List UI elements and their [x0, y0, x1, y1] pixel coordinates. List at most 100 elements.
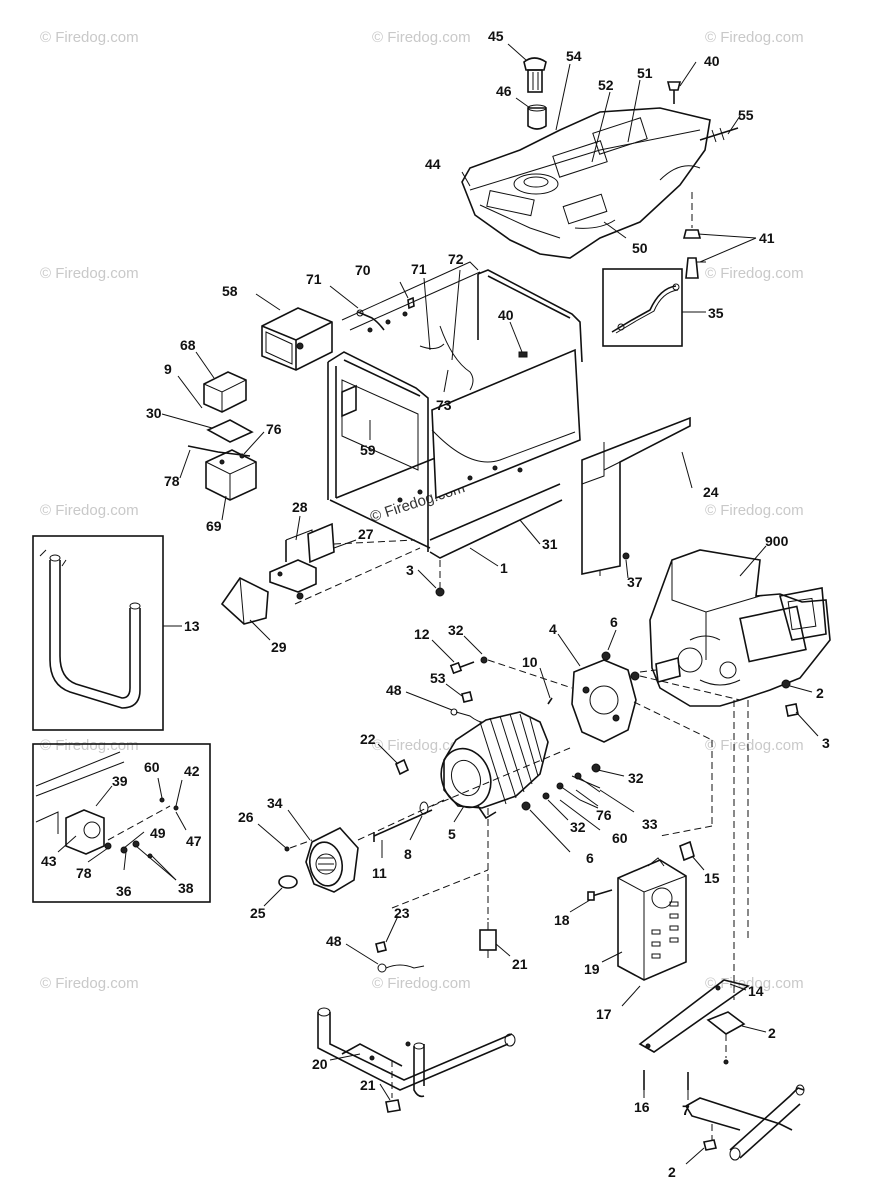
engine-nut-2 [781, 679, 791, 689]
watermark-13: © Firedog.com [705, 975, 804, 992]
through-bolt [373, 801, 433, 842]
vibration-mount-21 [479, 922, 497, 958]
outlet-kit-box [32, 743, 211, 903]
callout-23: 23 [394, 905, 410, 921]
assembly-line-carrier [639, 675, 741, 701]
callout-68: 68 [180, 337, 196, 353]
callout-14: 14 [748, 983, 764, 999]
callout-59: 59 [360, 442, 376, 458]
callout-17: 17 [596, 1006, 612, 1022]
plug-25 [278, 875, 298, 889]
foot-nut-2 [703, 1139, 717, 1151]
callout-42: 42 [184, 763, 200, 779]
watermark-2: © Firedog.com [372, 29, 471, 46]
callout-900: 900 [765, 533, 789, 549]
callout-21-leg: 21 [360, 1077, 376, 1093]
callout-29: 29 [271, 639, 287, 655]
wiring-harness-48 [450, 691, 489, 723]
callout-39: 39 [112, 773, 128, 789]
callout-11: 11 [372, 865, 387, 881]
fuel-cap [523, 57, 547, 93]
callout-4: 4 [549, 621, 557, 637]
callout-32-right: 32 [628, 770, 644, 786]
battery [187, 445, 257, 501]
callout-78-box: 78 [76, 865, 92, 881]
watermark-11: © Firedog.com [40, 975, 139, 992]
carrier-nut-6b [630, 671, 640, 681]
callout-labels: 45 54 40 46 52 51 55 44 50 41 35 58 71 7… [41, 28, 830, 1180]
callout-60-stator: 60 [612, 830, 628, 846]
callout-13: 13 [184, 618, 200, 634]
callout-19: 19 [584, 961, 600, 977]
callout-12: 12 [414, 626, 430, 642]
angle-bracket [220, 576, 269, 625]
callout-1: 1 [500, 560, 508, 576]
fuel-tank [461, 107, 711, 259]
callout-69: 69 [206, 518, 222, 534]
callout-31: 31 [542, 536, 558, 552]
muffler-bolt-18 [587, 889, 613, 901]
callout-7: 7 [682, 1102, 690, 1118]
leader-lines [57, 43, 819, 1165]
assembly-line-c [659, 825, 713, 837]
callout-72: 72 [448, 251, 464, 267]
callout-51: 51 [637, 65, 653, 81]
frame-assembly [327, 261, 583, 559]
callout-9: 9 [164, 361, 172, 377]
callout-73: 73 [436, 397, 452, 413]
side-shield-panel [581, 416, 691, 576]
callout-6-top: 6 [610, 614, 618, 630]
callout-44: 44 [425, 156, 441, 172]
callout-2-isolator: 2 [768, 1025, 776, 1041]
callout-27: 27 [358, 526, 374, 542]
callout-48-top: 48 [386, 682, 402, 698]
watermark-4: © Firedog.com [40, 265, 139, 282]
callout-26: 26 [238, 809, 254, 825]
callout-35: 35 [708, 305, 724, 321]
panel-screw [622, 552, 630, 560]
callout-16: 16 [634, 1099, 650, 1115]
frame-nut [435, 587, 445, 597]
assembly-line-screw26 [289, 839, 313, 849]
callout-8: 8 [404, 846, 412, 862]
assembly-line-throughbolt [431, 747, 571, 807]
callout-37: 37 [627, 574, 643, 590]
callout-20: 20 [312, 1056, 328, 1072]
assembly-line-bolt12 [487, 659, 573, 689]
watermark-7: © Firedog.com [705, 502, 804, 519]
callout-47: 47 [186, 833, 202, 849]
stud-10 [547, 697, 553, 705]
callout-36: 36 [116, 883, 132, 899]
fuel-line-kit-box [602, 268, 683, 347]
rear-bearing-carrier [571, 659, 637, 743]
callout-6-bottom: 6 [586, 850, 594, 866]
isolator-bolt [723, 1059, 729, 1065]
callout-33: 33 [642, 816, 658, 832]
assembly-line-engine [639, 669, 657, 673]
fuel-line-stub [699, 127, 739, 143]
bolt-12 [449, 656, 488, 675]
isolator-2 [706, 1011, 746, 1035]
watermark-9: © Firedog.com [372, 737, 471, 754]
callout-40-top: 40 [704, 53, 720, 69]
fuel-filter-strainer [527, 104, 547, 130]
control-panel-box [261, 307, 333, 371]
callout-5: 5 [448, 826, 456, 842]
ground-wire [375, 941, 425, 973]
callout-71-right: 71 [411, 261, 427, 277]
callout-28: 28 [292, 499, 308, 515]
callout-49: 49 [150, 825, 166, 841]
callout-2-engine: 2 [816, 685, 824, 701]
part-22-clip [394, 758, 410, 776]
rear-foot [685, 1084, 805, 1161]
muffler-bracket [638, 979, 750, 1053]
callout-70: 70 [355, 262, 371, 278]
carrier-nut-6a [601, 651, 611, 661]
battery-pad [206, 419, 254, 443]
callout-41: 41 [759, 230, 775, 246]
front-leg-handle [317, 1007, 516, 1098]
callout-15: 15 [704, 870, 720, 886]
muffler [617, 857, 687, 981]
tank-mounting-bolt [666, 81, 682, 104]
